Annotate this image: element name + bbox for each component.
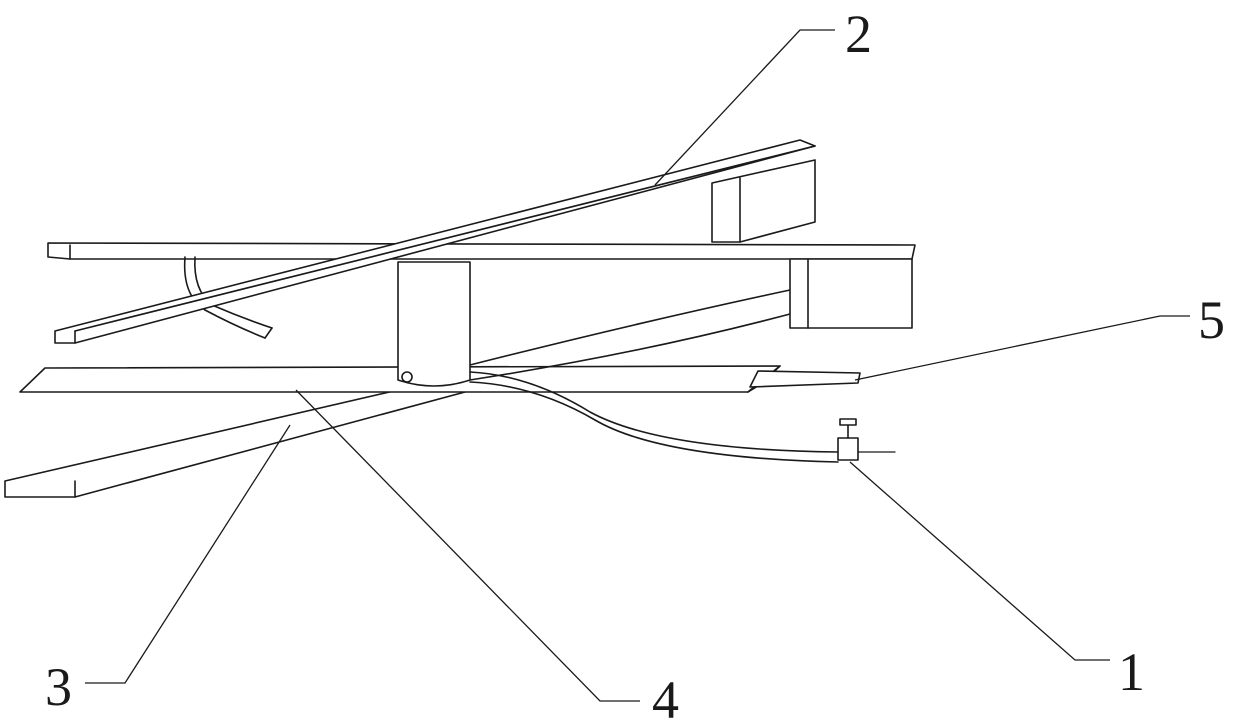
leader-1 bbox=[850, 462, 1110, 660]
label-3: 3 bbox=[45, 657, 72, 717]
central-column bbox=[398, 262, 470, 386]
upper-block bbox=[712, 160, 815, 242]
label-1: 1 bbox=[1118, 642, 1145, 702]
leader-4 bbox=[296, 390, 640, 701]
label-4: 4 bbox=[652, 670, 679, 725]
part-3-lower-bar bbox=[5, 378, 465, 497]
part-5-blade-tip bbox=[750, 371, 860, 387]
label-2: 2 bbox=[845, 4, 872, 64]
column-pin bbox=[402, 372, 412, 382]
label-5: 5 bbox=[1198, 290, 1225, 350]
rear-block bbox=[790, 259, 912, 328]
back-rail bbox=[48, 243, 915, 259]
leader-lines bbox=[85, 30, 1190, 701]
